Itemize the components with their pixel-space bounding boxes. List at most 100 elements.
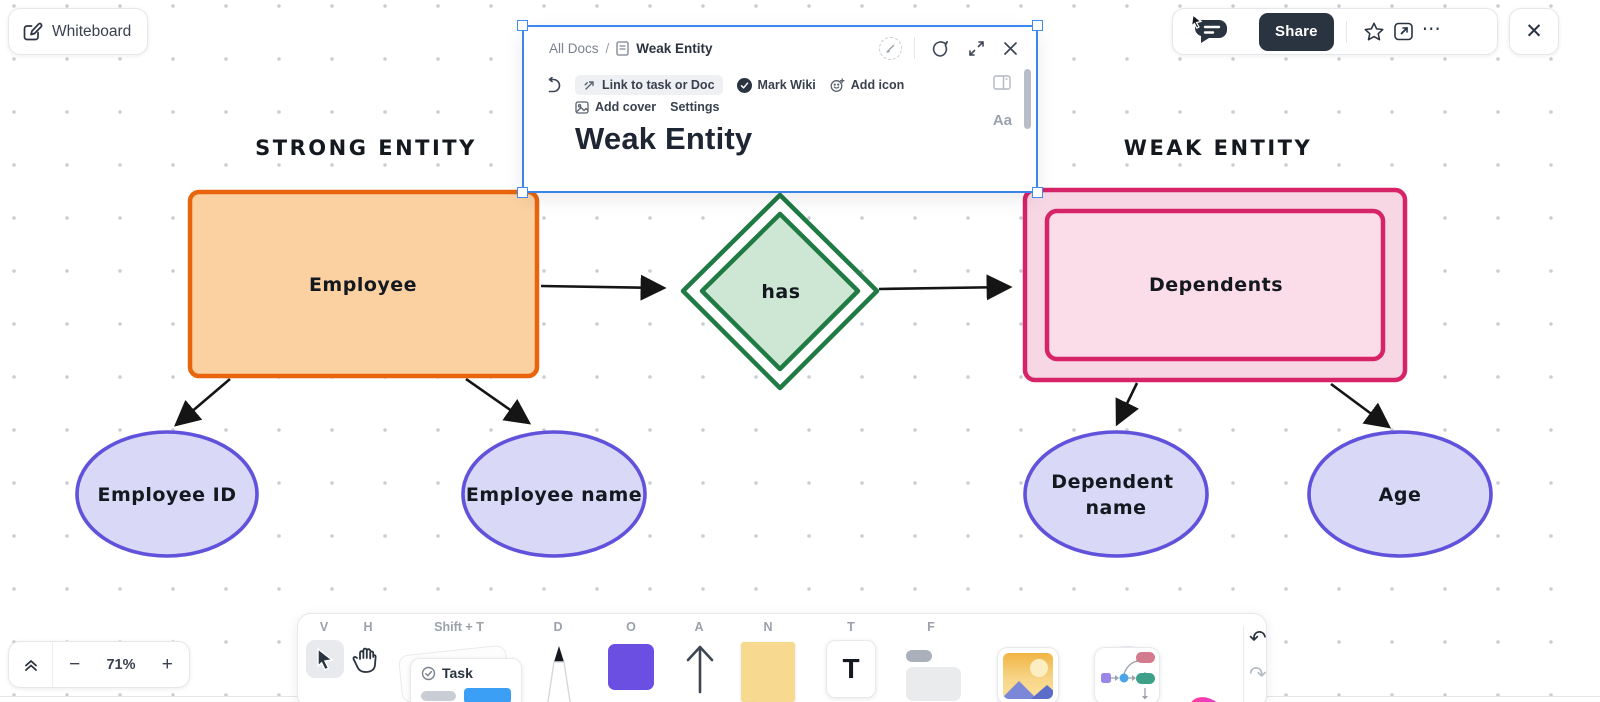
arrow-has-to-dependents[interactable]	[878, 274, 1013, 301]
task-blue-bar	[463, 688, 511, 702]
hand-tool[interactable]	[350, 642, 384, 683]
comment-icon	[932, 40, 948, 57]
frame-body	[906, 667, 961, 701]
add-cover-label: Add cover	[595, 100, 657, 114]
connector-arrows[interactable]	[174, 274, 1392, 429]
employee-entity[interactable]: Employee	[187, 189, 540, 379]
star-icon	[1364, 22, 1384, 40]
shortcut-note: N	[763, 620, 773, 634]
employee-name-label: Employee name	[466, 484, 642, 506]
whiteboard-label: Whiteboard	[52, 22, 132, 40]
arrow-to-dependent-name[interactable]	[1115, 382, 1139, 427]
zoom-in-button[interactable]: +	[156, 654, 179, 676]
age-label: Age	[1379, 484, 1422, 506]
more-options-button[interactable]: ⋯	[1418, 18, 1447, 43]
present-button[interactable]	[1389, 17, 1418, 46]
link-to-task-label: Link to task or Doc	[602, 78, 715, 92]
arrow-employee-to-has[interactable]	[540, 274, 667, 301]
page-layout-button[interactable]	[993, 75, 1012, 90]
ellipsis-icon: ⋯	[1421, 18, 1443, 40]
dependent-name-line1: Dependent	[1051, 471, 1173, 493]
undo-button[interactable]: ↶	[1249, 628, 1267, 649]
dependents-entity[interactable]: Dependents	[1022, 187, 1408, 383]
doc-selection-outline[interactable]: All Docs / Weak Entity	[517, 20, 1043, 198]
comments-tool-button[interactable]	[1185, 13, 1231, 50]
undo-icon: ↶	[1249, 627, 1267, 650]
whiteboard-button[interactable]: Whiteboard	[8, 8, 149, 55]
arrow-up-icon	[686, 645, 714, 694]
selection-handle-bottom-left[interactable]	[517, 187, 528, 198]
sticky-note-tool[interactable]	[741, 642, 795, 702]
collapse-toolbar-button[interactable]	[9, 642, 53, 687]
zoom-level[interactable]: 71%	[106, 656, 136, 673]
shape-tool[interactable]	[608, 644, 654, 690]
breadcrumb-all-docs[interactable]: All Docs	[549, 40, 599, 56]
image-tool[interactable]	[997, 647, 1059, 702]
breadcrumb-current-doc[interactable]: Weak Entity	[636, 40, 713, 56]
add-icon-button[interactable]: Add icon	[830, 77, 904, 93]
favorite-button[interactable]	[1359, 17, 1389, 47]
attribute-employee-name[interactable]: Employee name	[461, 430, 647, 558]
doc-popup: All Docs / Weak Entity	[524, 27, 1036, 191]
employee-id-label: Employee ID	[97, 484, 236, 506]
arrow-to-age[interactable]	[1330, 382, 1392, 429]
selection-handle-top-right[interactable]	[1032, 20, 1043, 31]
task-tool[interactable]: Task	[397, 644, 528, 702]
pen-circle-button[interactable]	[879, 36, 902, 60]
zoom-out-button[interactable]: −	[63, 654, 86, 676]
speech-bubble-icon	[1194, 19, 1227, 43]
arrow-to-employee-name[interactable]	[465, 377, 532, 425]
selection-handle-bottom-right[interactable]	[1032, 187, 1043, 198]
doc-title[interactable]: Weak Entity	[575, 121, 753, 156]
close-icon	[1004, 41, 1017, 55]
doc-scrollbar[interactable]	[1024, 69, 1031, 129]
text-tool-glyph: T	[842, 653, 860, 684]
double-chevron-up-icon	[24, 659, 37, 671]
shortcut-frame: F	[927, 620, 935, 634]
settings-label: Settings	[670, 100, 720, 114]
select-tool[interactable]	[306, 640, 344, 678]
doc-expand-button[interactable]	[964, 36, 989, 61]
redo-icon: ↷	[1249, 663, 1267, 686]
text-tool[interactable]: T	[826, 640, 876, 698]
draw-tool[interactable]	[540, 644, 578, 702]
close-whiteboard-button[interactable]: ✕	[1509, 8, 1559, 55]
image-thumbnail	[1003, 653, 1053, 699]
present-icon	[1393, 22, 1413, 41]
attribute-age[interactable]: Age	[1307, 430, 1493, 558]
template-tool[interactable]: T	[1175, 697, 1235, 702]
shortcut-task: Shift + T	[434, 620, 484, 634]
selection-handle-top-left[interactable]	[517, 20, 528, 31]
toolbar-divider	[1345, 20, 1347, 43]
settings-button[interactable]: Settings	[670, 100, 719, 114]
link-to-task-button[interactable]: Link to task or Doc	[575, 75, 723, 95]
doc-comment-button[interactable]	[927, 35, 954, 62]
add-cover-button[interactable]: Add cover	[575, 100, 656, 114]
arrow-tool[interactable]	[683, 642, 717, 699]
font-settings-button[interactable]: Aa	[992, 112, 1012, 129]
frame-tool[interactable]	[906, 650, 961, 701]
shortcut-draw: D	[553, 620, 563, 634]
doc-history-button[interactable]	[544, 76, 561, 99]
has-relationship[interactable]: has	[680, 192, 880, 391]
attribute-dependent-name[interactable]: Dependent name	[1023, 430, 1209, 558]
history-icon	[548, 76, 561, 93]
flowchart-tool[interactable]	[1088, 646, 1168, 702]
strong-entity-heading[interactable]: STRONG ENTITY	[255, 136, 477, 160]
task-card: Task	[410, 658, 522, 702]
task-card-label: Task	[442, 665, 473, 681]
share-button[interactable]: Share	[1259, 12, 1334, 51]
attribute-employee-id[interactable]: Employee ID	[75, 430, 259, 558]
dependents-label: Dependents	[1149, 274, 1283, 296]
doc-icon	[616, 40, 629, 56]
expand-icon	[969, 40, 984, 56]
hand-grab-icon	[352, 647, 377, 673]
link-icon	[584, 80, 594, 90]
doc-close-button[interactable]	[999, 37, 1022, 60]
shortcut-arrow: A	[694, 620, 704, 634]
arrow-to-employee-id[interactable]	[174, 378, 231, 427]
redo-button[interactable]: ↷	[1249, 664, 1267, 685]
mark-wiki-button[interactable]: Mark Wiki	[736, 77, 816, 93]
weak-entity-heading[interactable]: WEAK ENTITY	[1124, 136, 1312, 160]
